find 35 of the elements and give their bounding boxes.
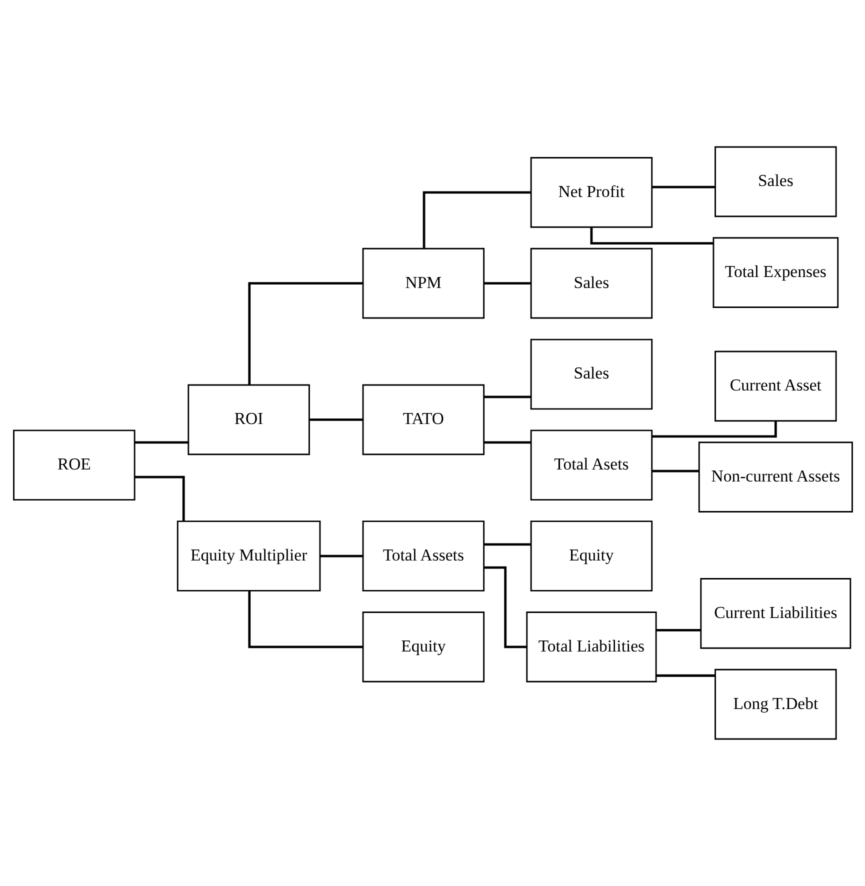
connector [656,674,715,677]
connector [248,282,362,385]
connector [484,441,530,444]
node-box: Sales [530,338,652,410]
node-box: ROE [12,430,135,501]
node-box: ROI [187,384,310,456]
node-box: Total Expenses [712,237,838,308]
node-box: Sales [714,146,836,218]
node-box: Equity [530,520,652,592]
node-box: TATO [362,384,484,456]
connector [308,418,362,421]
connector [652,186,715,188]
connector [484,543,530,546]
node-box: Long T.Debt [714,668,836,740]
node-box: Equity Multiplier [176,520,320,592]
node-box: NPM [362,248,484,319]
connector [484,282,530,285]
connector [134,476,184,522]
node-box: Non-current Assets [698,442,852,512]
node-box: Equity [362,612,484,682]
node-box: Total Liabilities [526,612,656,682]
node-box: Net Profit [530,157,652,228]
node-box: Current Asset [714,350,836,422]
connector [422,191,531,248]
connector [483,566,526,648]
connector [652,470,698,472]
node-box: Current Liabilities [700,578,851,649]
connector [248,590,362,648]
connector [484,396,530,398]
node-box: Total Asets [530,430,652,501]
connector [656,628,700,632]
node-box: Sales [530,248,652,319]
connector [320,554,362,558]
node-box: Total Assets [362,520,484,592]
connector [134,441,188,444]
